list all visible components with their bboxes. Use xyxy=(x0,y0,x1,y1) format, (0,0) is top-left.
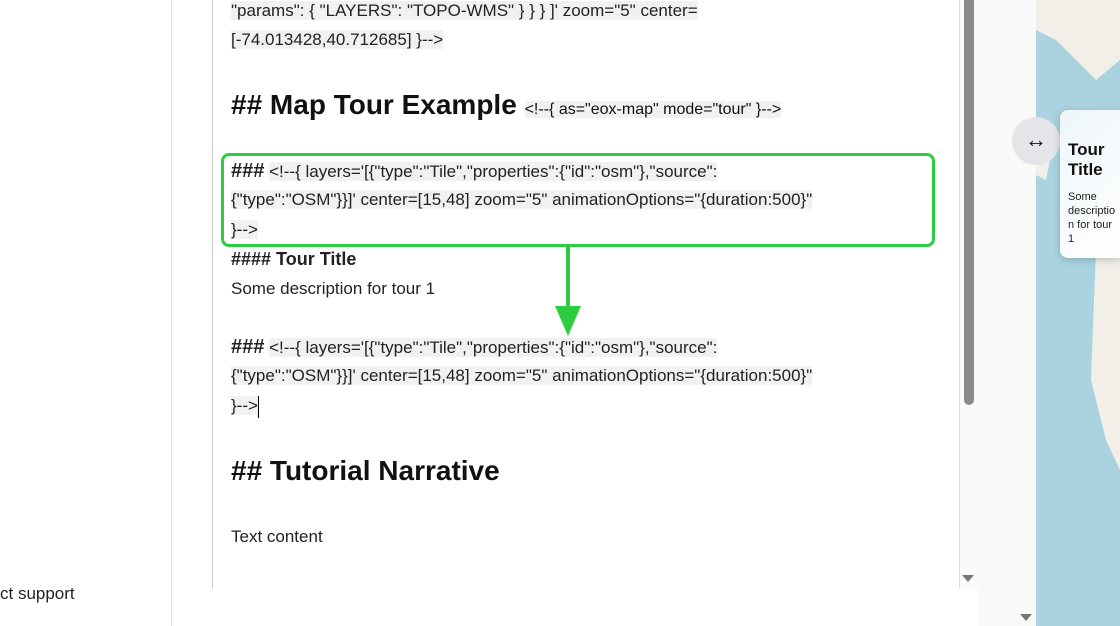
code-text: "params": { "LAYERS": "TOPO-WMS" } } } ]… xyxy=(231,1,698,20)
heading-tutorial: ## Tutorial Narrative xyxy=(231,455,500,486)
heading-marker: ### xyxy=(231,336,265,358)
tour-card-description: Some description for tour 1 xyxy=(1068,191,1116,245)
resize-handle[interactable]: ↔ xyxy=(1012,117,1060,165)
tour-card: Tour Title Some description for tour 1 xyxy=(1060,110,1120,258)
text-caret xyxy=(257,395,259,418)
code-comment: <!--{ layers='[{"type":"Tile","propertie… xyxy=(269,338,718,357)
heading-map-tour: ## Map Tour Example xyxy=(231,89,517,120)
scrollbar-thumb[interactable] xyxy=(964,0,974,405)
scroll-down-icon[interactable] xyxy=(962,575,974,582)
contact-support-link[interactable]: ct support xyxy=(0,584,75,603)
code-comment: {"type":"OSM"}}]' center=[15,48] zoom="5… xyxy=(231,190,813,209)
panel-gutter xyxy=(978,0,1036,626)
code-text: [-74.013428,40.712685] }--> xyxy=(231,30,444,49)
code-comment: <!--{ layers='[{"type":"Tile","propertie… xyxy=(269,162,718,181)
highlight-box xyxy=(221,153,935,247)
text-content: Text content xyxy=(231,527,323,546)
resize-horizontal-icon: ↔ xyxy=(1025,127,1047,152)
code-comment: }--> xyxy=(231,220,258,239)
code-comment: }--> xyxy=(231,396,258,415)
code-comment: {"type":"OSM"}}]' center=[15,48] zoom="5… xyxy=(231,366,813,385)
map-preview[interactable] xyxy=(1036,0,1120,626)
sidebar: ct support xyxy=(0,0,172,626)
heading-tour-title: #### Tour Title xyxy=(231,249,357,269)
code-comment: <!--{ as="eox-map" mode="tour" }--> xyxy=(524,101,782,118)
tour-card-title: Tour Title xyxy=(1068,140,1105,179)
heading-marker: ### xyxy=(231,160,265,182)
tour-description: Some description for tour 1 xyxy=(231,279,436,298)
scroll-down-icon[interactable] xyxy=(1020,614,1032,621)
arrow-down-icon xyxy=(555,246,581,336)
map-land xyxy=(1036,0,1120,470)
markdown-editor[interactable]: "params": { "LAYERS": "TOPO-WMS" } } } ]… xyxy=(212,0,960,588)
